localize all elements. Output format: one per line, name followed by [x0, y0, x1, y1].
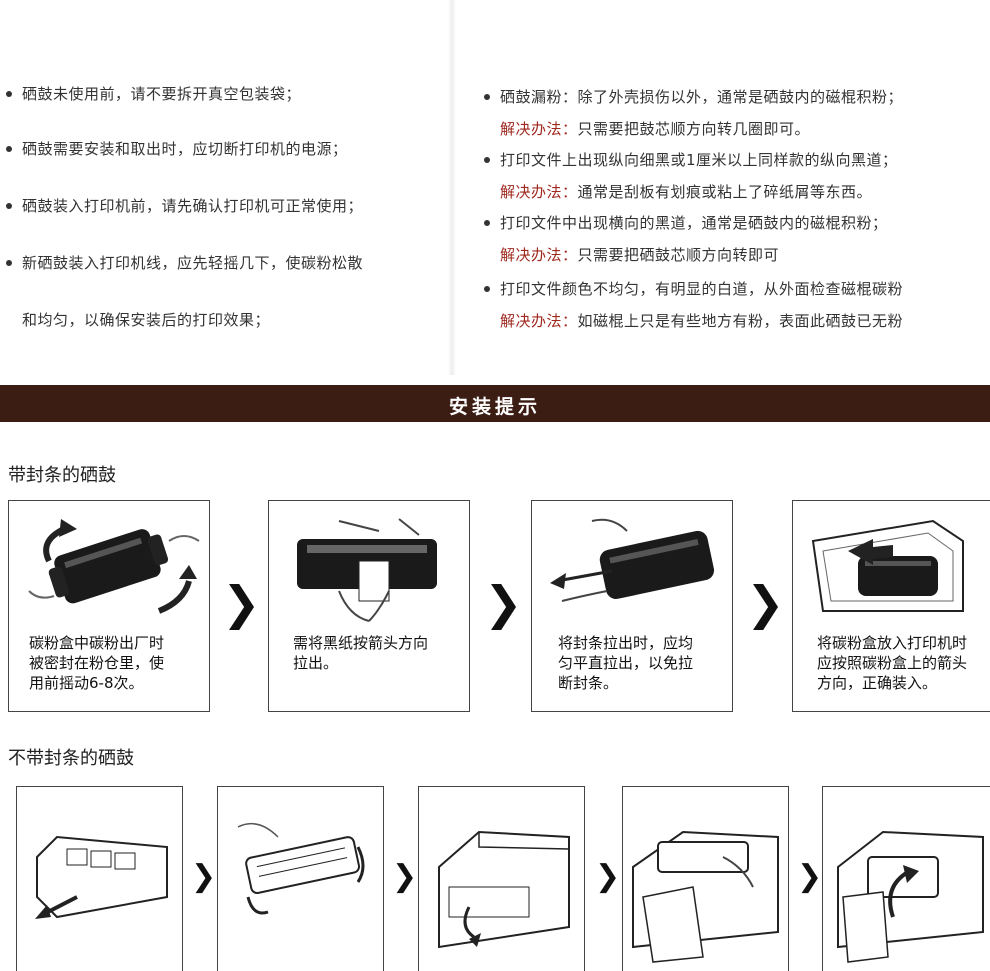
printer-open-illustration [632, 830, 779, 963]
step-panel-pull-paper: 需将黑纸按箭头方向 拉出。 [268, 500, 470, 712]
step-caption: 将封条拉出时，应均 匀平直拉出，以免拉 断封条。 [558, 634, 694, 692]
chevron-right-icon: ❯ [484, 576, 523, 630]
step-caption: 将碳粉盒放入打印机时 应按照碳粉盒上的箭头 方向，正确装入。 [817, 634, 968, 692]
unsealed-section-label: 不带封条的硒鼓 [8, 748, 134, 769]
problem-text: 打印文件上出现纵向细黑或1厘米以上同样款的纵向黑道； [500, 151, 898, 169]
solution-row: 解决办法：只需要把硒鼓芯顺方向转即可 [500, 244, 779, 265]
bullet-dot [484, 286, 490, 292]
bullet-dot [6, 203, 12, 209]
sealed-section-label: 带封条的硒鼓 [8, 465, 116, 486]
bullet-dot [6, 146, 12, 152]
tip-text: 硒鼓未使用前，请不要拆开真空包装袋； [22, 85, 302, 103]
unsealed-step-panel-5 [822, 786, 990, 971]
printer-closed-illustration [438, 830, 570, 949]
pull-seal-illustration [550, 518, 715, 602]
chevron-right-icon: ❯ [746, 576, 785, 630]
unsealed-step-panel-4 [622, 786, 789, 971]
step-caption: 碳粉盒中碳粉出厂时 被密封在粉仓里，使 用前摇动6-8次。 [29, 634, 165, 692]
pull-paper-illustration [297, 518, 437, 622]
bullet-dot [484, 157, 490, 163]
step-panel-pull-seal: 将封条拉出时，应均 匀平直拉出，以免拉 断封条。 [531, 500, 733, 712]
solution-text: 如磁棍上只是有些地方有粉，表面此硒鼓已无粉 [577, 312, 904, 330]
solution-label: 解决办法： [500, 183, 578, 201]
step-panel-insert: 将碳粉盒放入打印机时 应按照碳粉盒上的箭头 方向，正确装入。 [792, 500, 990, 712]
solution-text: 只需要把硒鼓芯顺方向转即可 [577, 246, 780, 264]
problem-text: 硒鼓漏粉：除了外壳损伤以外，通常是硒鼓内的磁棍积粉； [500, 88, 904, 106]
bullet-dot [484, 220, 490, 226]
chevron-right-icon: ❯ [797, 859, 823, 894]
solution-label: 解决办法： [500, 120, 578, 138]
tip-text: 和均匀，以确保安装后的打印效果； [22, 311, 271, 329]
shake-cartridge-illustration [28, 519, 200, 614]
chevron-right-icon: ❯ [222, 576, 261, 630]
bullet-dot [6, 260, 12, 266]
shake-cartridge-illustration [237, 822, 365, 915]
chevron-right-icon: ❯ [191, 859, 217, 894]
step-caption: 需将黑纸按箭头方向 拉出。 [293, 634, 429, 672]
solution-row: 解决办法：如磁棍上只是有些地方有粉，表面此硒鼓已无粉 [500, 310, 903, 331]
unsealed-step-panel-2 [217, 786, 384, 971]
printer-insert-illustration [837, 830, 984, 963]
install-tips-banner: 安装提示 [0, 385, 990, 422]
unsealed-step-panel-3 [418, 786, 585, 971]
bullet-dot [6, 91, 12, 97]
step-panel-shake: 碳粉盒中碳粉出厂时 被密封在粉仓里，使 用前摇动6-8次。 [8, 500, 210, 712]
chevron-right-icon: ❯ [595, 859, 621, 894]
tip-text: 硒鼓装入打印机前，请先确认打印机可正常使用； [22, 197, 364, 215]
solution-label: 解决办法： [500, 246, 578, 264]
cartridge-box-illustration [35, 835, 168, 919]
bullet-dot [484, 94, 490, 100]
tip-text: 新硒鼓装入打印机线，应先轻摇几下，使碳粉松散 [22, 254, 364, 272]
solution-row: 解决办法：通常是刮板有划痕或粘上了碎纸屑等东西。 [500, 181, 872, 202]
tip-text: 硒鼓需要安装和取出时，应切断打印机的电源； [22, 140, 348, 158]
problem-text: 打印文件中出现横向的黑道，通常是硒鼓内的磁棍积粉； [500, 214, 888, 232]
insert-cartridge-illustration [811, 519, 964, 612]
chevron-right-icon: ❯ [392, 859, 418, 894]
column-divider [448, 0, 456, 375]
unsealed-step-panel-1 [16, 786, 183, 971]
solution-text: 只需要把鼓芯顺方向转几圈即可。 [577, 120, 811, 138]
solution-label: 解决办法： [500, 312, 578, 330]
banner-title: 安装提示 [448, 396, 541, 418]
solution-text: 通常是刮板有划痕或粘上了碎纸屑等东西。 [577, 183, 873, 201]
solution-row: 解决办法：只需要把鼓芯顺方向转几圈即可。 [500, 118, 810, 139]
problem-text: 打印文件颜色不均匀，有明显的白道，从外面检查磁棍碳粉 [500, 280, 904, 298]
